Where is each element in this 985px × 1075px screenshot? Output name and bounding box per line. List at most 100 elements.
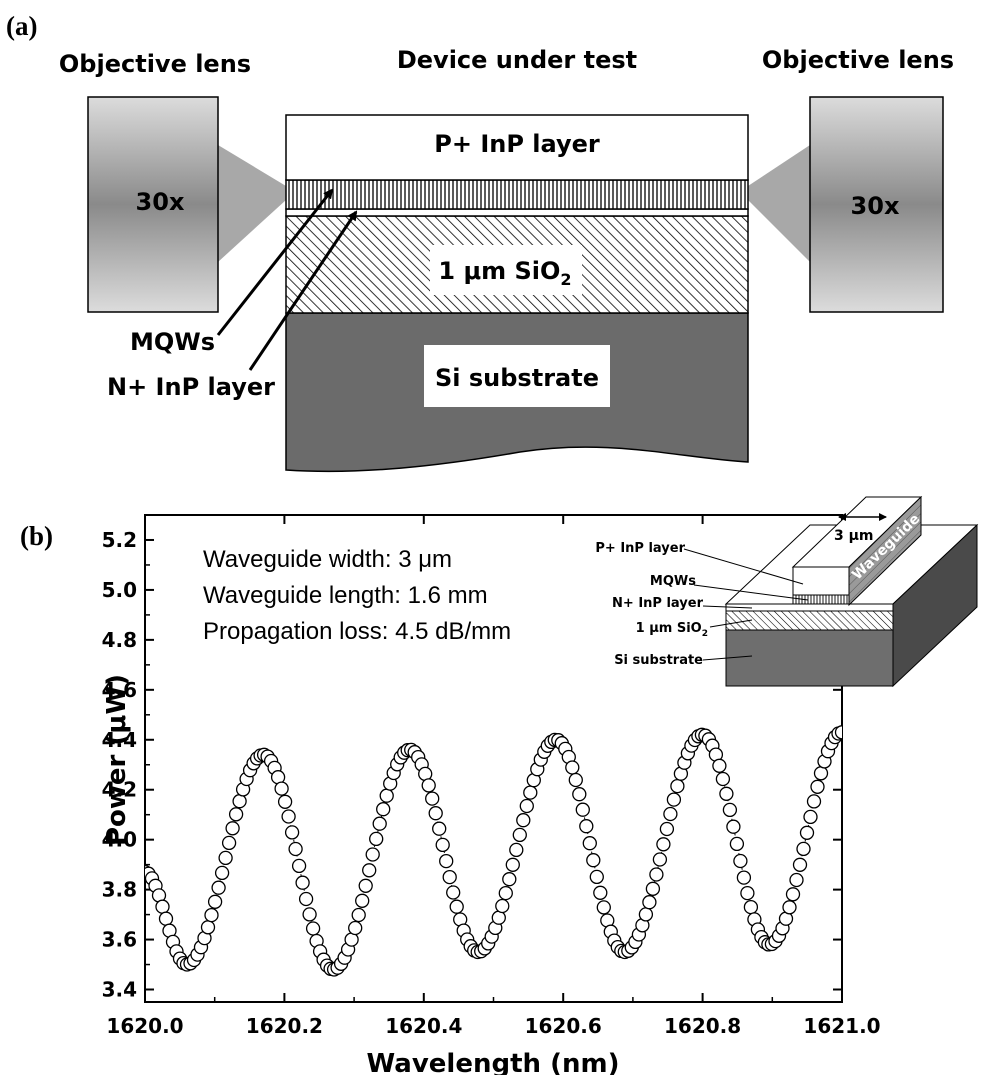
- y-tick-label: 4.6: [102, 678, 137, 702]
- data-point: [495, 898, 510, 914]
- inset-si-leader: [702, 655, 753, 661]
- data-point: [782, 900, 797, 915]
- data-point: [593, 885, 608, 900]
- data-point: [663, 806, 678, 822]
- data-point: [232, 794, 247, 809]
- data-point: [813, 766, 829, 781]
- data-point: [722, 802, 738, 818]
- y-tick-label: 4.8: [102, 628, 137, 652]
- panel-b: (b) 3.43.63.84.04.24.44.64.85.05.2 1620.…: [20, 495, 979, 1075]
- inset-si-front: [725, 629, 894, 687]
- data-point: [274, 781, 289, 796]
- mqw-layer: [285, 179, 749, 210]
- p-inp-layer: [285, 114, 749, 181]
- data-point: [572, 787, 587, 802]
- data-point: [284, 825, 300, 840]
- data-point: [376, 802, 391, 817]
- data-point: [302, 907, 317, 922]
- data-point: [200, 920, 216, 935]
- data-point: [439, 853, 454, 869]
- data-point: [432, 821, 447, 836]
- left-light-cone: [218, 145, 286, 262]
- data-point: [729, 836, 745, 852]
- si-substrate-label: Si substrate: [435, 364, 599, 392]
- data-point: [803, 809, 818, 825]
- x-tick-label: 1620.4: [385, 1014, 462, 1038]
- data-point: [638, 907, 654, 922]
- annotation-length: Waveguide length: 1.6 mm: [203, 582, 488, 609]
- data-point: [372, 816, 387, 831]
- left-objective-lens: [87, 96, 219, 313]
- data-point: [348, 920, 363, 936]
- data-point: [204, 907, 219, 923]
- data-point: [207, 894, 223, 909]
- inset-n-leader: [702, 605, 753, 609]
- data-point: [355, 893, 370, 908]
- data-point: [806, 794, 822, 809]
- y-axis-label: Power (μW): [102, 674, 132, 846]
- right-objective-lens: [809, 96, 944, 313]
- data-point: [649, 867, 664, 882]
- inset-si-label: Si substrate: [614, 653, 703, 668]
- data-point: [505, 857, 520, 872]
- y-tick-label: 3.6: [102, 928, 137, 952]
- data-point: [351, 907, 366, 923]
- sio2-label-box: [430, 245, 582, 295]
- right-light-cone: [748, 145, 810, 262]
- data-point: [425, 791, 440, 806]
- data-point: [225, 821, 240, 836]
- inset-sio2-leader: [709, 619, 753, 628]
- data-point: [221, 835, 237, 851]
- data-point: [799, 825, 815, 840]
- x-axis-label: Wavelength (nm): [367, 1049, 620, 1075]
- panel-b-label: (b): [20, 521, 53, 551]
- device-title: Device under test: [397, 46, 637, 74]
- y-tick-label: 3.4: [102, 978, 137, 1002]
- data-point: [589, 869, 604, 885]
- data-point: [442, 869, 457, 885]
- inset-p-inp-label: P+ InP layer: [595, 541, 685, 556]
- n-inp-label: N+ InP layer: [107, 373, 275, 401]
- inset-sio2-label: 1 μm SiO2: [636, 621, 708, 639]
- y-tick-label: 4.0: [102, 828, 137, 852]
- data-point: [715, 771, 731, 787]
- data-point: [810, 779, 825, 794]
- data-point: [362, 863, 377, 878]
- data-point: [656, 837, 671, 852]
- data-point: [155, 899, 170, 914]
- data-point: [792, 857, 808, 872]
- data-point: [568, 772, 583, 788]
- inset-mqw-label: MQWs: [650, 574, 696, 589]
- y-tick-label: 4.2: [102, 778, 137, 802]
- data-point: [421, 778, 436, 793]
- data-point: [670, 778, 685, 794]
- x-tick-label: 1620.8: [664, 1014, 741, 1038]
- mqw-label: MQWs: [130, 328, 215, 356]
- data-point: [519, 798, 534, 814]
- data-point: [498, 885, 513, 901]
- data-point: [428, 806, 443, 821]
- data-point: [291, 858, 307, 874]
- data-point: [435, 837, 450, 853]
- left-lens-title: Objective lens: [59, 50, 251, 78]
- data-point: [281, 809, 296, 824]
- data-point: [298, 891, 314, 907]
- data-point: [579, 819, 594, 834]
- data-point: [796, 841, 811, 857]
- x-tick-label: 1620.6: [525, 1014, 602, 1038]
- data-point: [502, 872, 517, 887]
- x-tick-label: 1620.2: [246, 1014, 323, 1038]
- data-point: [449, 899, 464, 914]
- data-point: [834, 725, 842, 740]
- right-lens-title: Objective lens: [762, 46, 954, 74]
- x-tick-label: 1620.0: [106, 1014, 183, 1038]
- annotation-width: Waveguide width: 3 μm: [203, 546, 452, 573]
- data-point: [218, 850, 233, 866]
- p-inp-layer-label: P+ InP layer: [434, 130, 600, 158]
- data-point: [288, 841, 303, 857]
- data-point: [740, 885, 755, 901]
- data-point: [295, 875, 310, 890]
- data-point: [596, 900, 611, 915]
- data-point: [509, 842, 524, 858]
